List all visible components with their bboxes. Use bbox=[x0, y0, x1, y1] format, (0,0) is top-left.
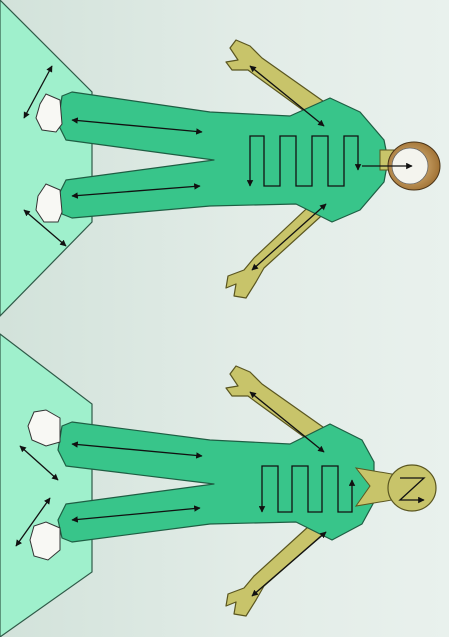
floor-plate-top bbox=[0, 0, 92, 316]
foot-upper-bottom bbox=[28, 410, 60, 446]
floor-plate-bottom bbox=[0, 334, 92, 637]
suit-body-top bbox=[58, 92, 388, 222]
head-bottom bbox=[388, 465, 436, 511]
panel-bottom bbox=[0, 334, 436, 637]
suit-body-bottom bbox=[58, 422, 374, 542]
panel-top bbox=[0, 0, 440, 316]
foot-lower-bottom bbox=[30, 522, 60, 560]
